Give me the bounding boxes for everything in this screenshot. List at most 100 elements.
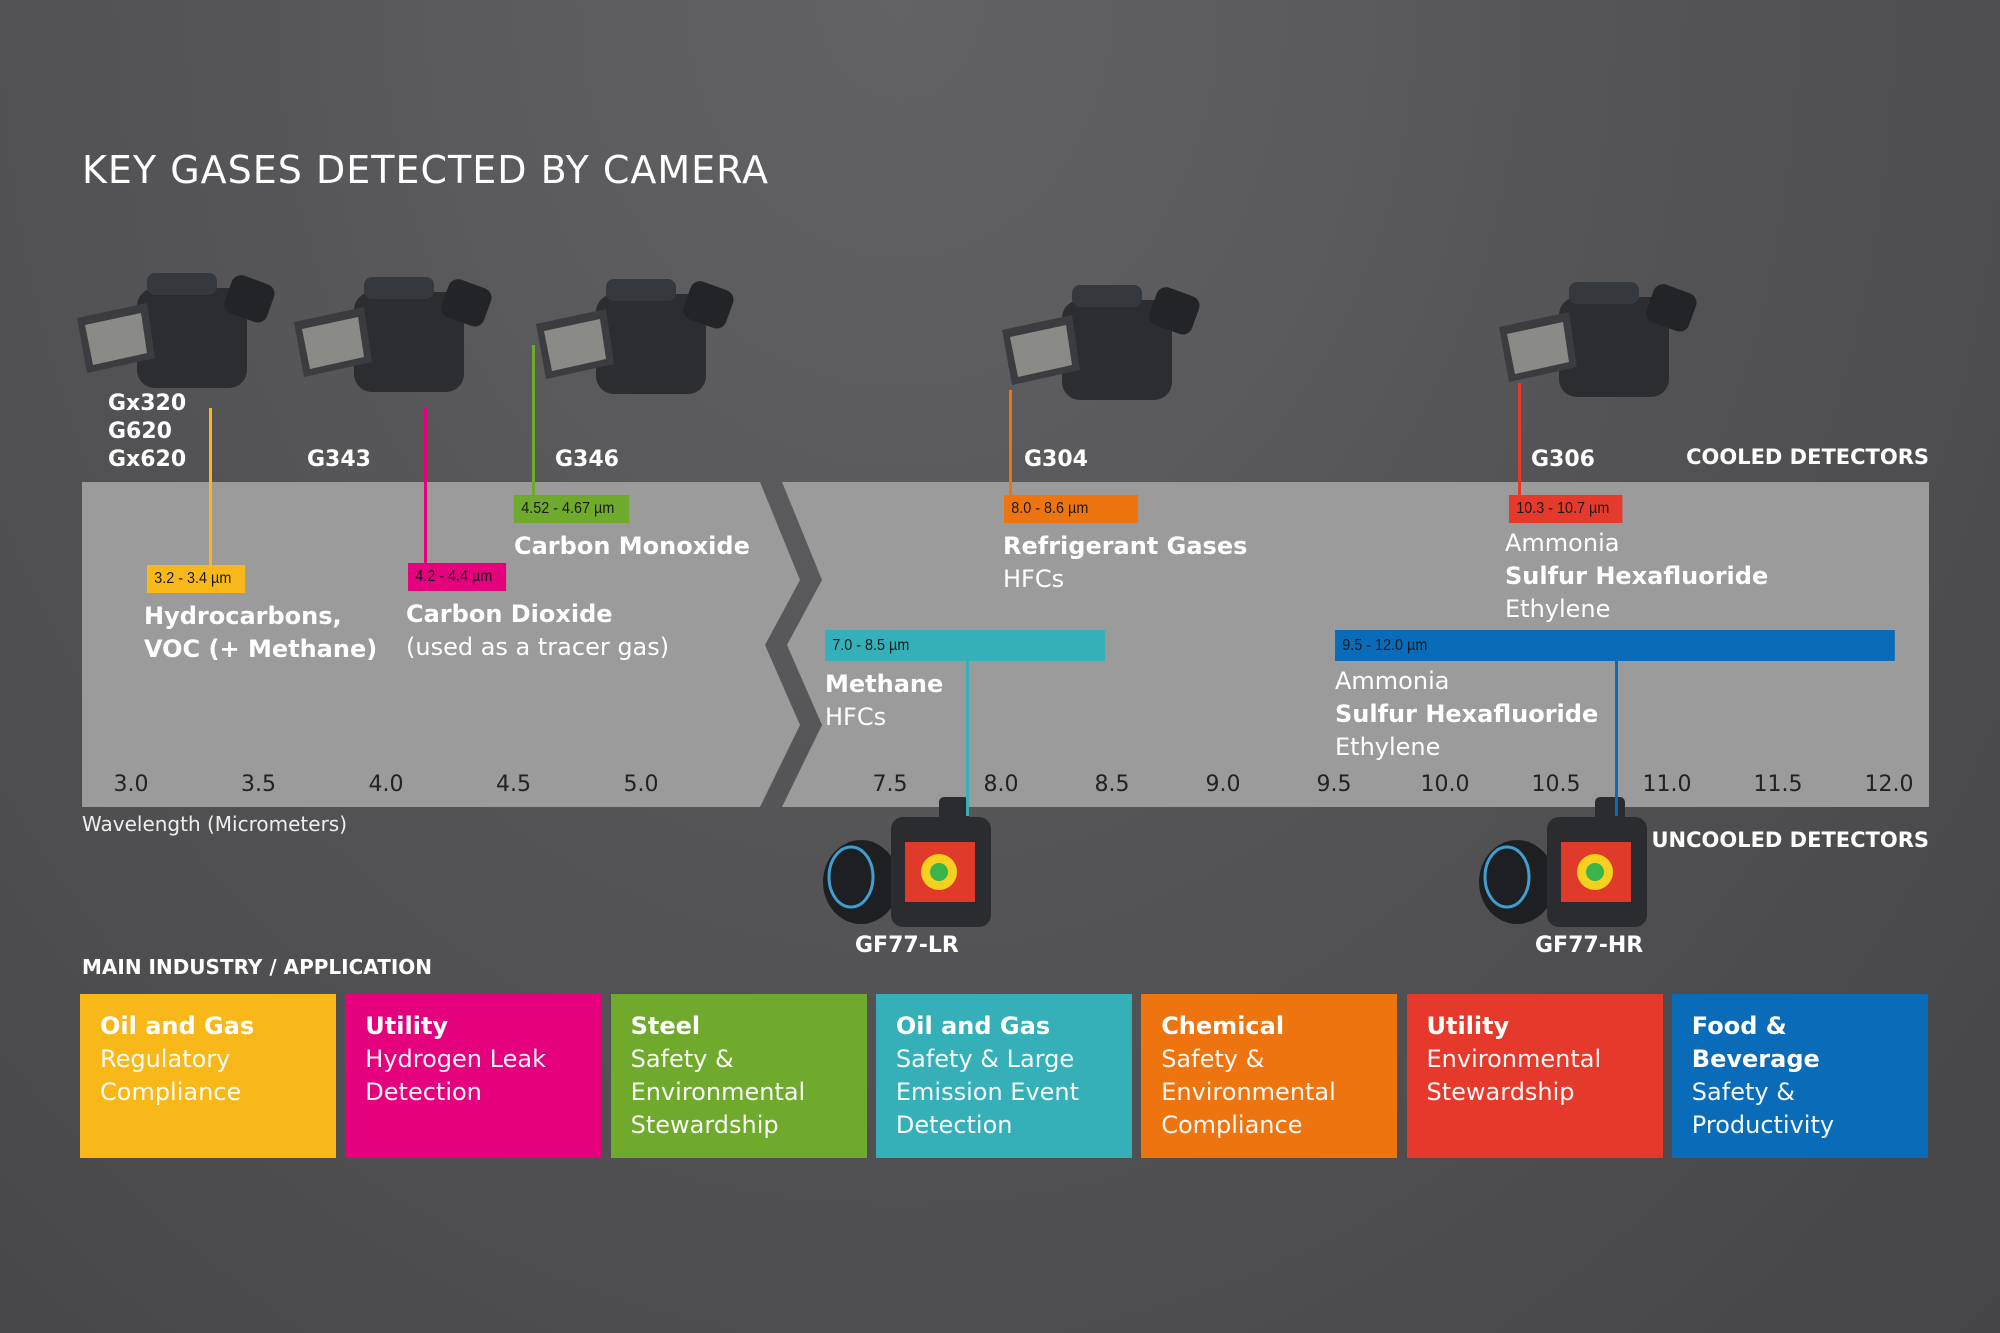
tick-label: 10.5 [1531,772,1581,797]
camera-model-label: G620 [108,419,172,444]
tick-label: 9.0 [1205,772,1241,797]
industry-description: Hydrogen Leak [365,1045,546,1073]
gas-name: Carbon Monoxide [514,532,750,560]
industry-title: Oil and Gas [100,1012,255,1040]
industry-title: Steel [630,1012,701,1040]
leader-line [532,345,535,495]
gas-name: HFCs [1003,565,1065,593]
camera-model-label: Gx620 [108,447,187,472]
gas-name: Sulfur Hexafluoride [1505,562,1769,590]
industry-description: Compliance [100,1078,242,1106]
industry-description: Detection [365,1078,482,1106]
wavelength-range-badge: 7.0 - 8.5 µm [825,630,1105,661]
industry-description: Detection [895,1111,1013,1139]
tick-label: 7.5 [872,772,908,797]
industry-description: Stewardship [1426,1078,1575,1106]
cooled-camera-icon [536,279,734,394]
leader-line [1009,390,1012,495]
camera-model-label: GF77-LR [855,933,959,958]
camera-model-label: GF77-HR [1535,933,1644,958]
cooled-camera-icon [294,277,492,392]
industry-description: Regulatory [100,1045,231,1073]
industry-description: Environmental [1161,1078,1336,1106]
gas-name: Methane [825,670,944,698]
tick-label: 10.0 [1420,772,1470,797]
camera-model-label: Gx320 [108,391,187,416]
industry-description: Safety & [630,1045,734,1073]
industry-title: Oil and Gas [895,1012,1051,1040]
wavelength-range-badge: 8.0 - 8.6 µm [1004,495,1138,523]
cooled-detectors-label: COOLED DETECTORS [1686,445,1929,469]
cooled-camera-icon [1499,282,1697,397]
tick-label: 8.0 [983,772,1019,797]
camera-model-label: G343 [307,447,371,472]
uncooled-camera-icon [1479,797,1647,927]
wavelength-range-badge: 3.2 - 3.4 µm [147,565,245,593]
gas-list: Hydrocarbons, VOC (+ Methane) [144,600,377,666]
wavelength-range-badge: 4.2 - 4.4 µm [408,563,506,591]
uncooled-detectors-label: UNCOOLED DETECTORS [1651,828,1929,852]
wavelength-range-badge: 10.3 - 10.7 µm [1509,495,1622,523]
gas-name: Ammonia [1505,529,1620,557]
gas-list: Carbon Monoxide [514,530,750,563]
industry-description: Emission Event [895,1078,1080,1106]
leader-line [1518,383,1521,495]
wavelength-range-badge: 9.5 - 12.0 µm [1335,630,1895,661]
gas-name: Ethylene [1505,595,1611,623]
industry-title: Food & Beverage [1691,1012,1820,1073]
axis-label: Wavelength (Micrometers) [82,812,348,836]
tick-label: 9.5 [1316,772,1352,797]
leader-line [1615,661,1618,816]
page-title: KEY GASES DETECTED BY CAMERA [82,148,770,192]
uncooled-camera-icon [823,797,991,927]
tick-label: 11.0 [1642,772,1692,797]
tick-label: 5.0 [623,772,659,797]
tick-label: 3.5 [241,772,276,797]
tick-label: 8.5 [1094,772,1130,797]
cooled-camera-icon [77,273,275,388]
industry-title: Utility [1426,1012,1510,1040]
band-left [82,482,800,807]
industry-description: Safety & [1691,1078,1795,1106]
gas-name: VOC (+ Methane) [144,635,378,663]
gas-name: Hydrocarbons, [144,602,342,630]
leader-line [966,661,969,816]
gas-name: Sulfur Hexafluoride [1335,700,1599,728]
industry-description: Environmental [630,1078,806,1106]
tick-label: 4.0 [368,772,404,797]
gas-name: (used as a tracer gas) [406,633,670,661]
gas-name: Carbon Dioxide [406,600,613,628]
industry-description: Stewardship [630,1111,779,1139]
tick-label: 4.5 [496,772,531,797]
cooled-camera-icon [1002,285,1200,400]
tick-label: 3.0 [113,772,149,797]
leader-line [209,408,212,565]
industry-description: Productivity [1691,1111,1835,1139]
industry-description: Safety & Large [895,1045,1075,1073]
gas-name: Ammonia [1335,667,1450,695]
tick-label: 11.5 [1753,772,1803,797]
gas-list: Carbon Dioxide (used as a tracer gas) [406,598,669,664]
gas-name: HFCs [825,703,887,731]
industry-title: Utility [365,1012,449,1040]
gas-name: Ethylene [1335,733,1441,761]
industry-description: Safety & [1161,1045,1265,1073]
camera-model-label: G304 [1024,447,1088,472]
industry-heading: MAIN INDUSTRY / APPLICATION [82,955,433,979]
industry-description: Environmental [1426,1045,1602,1073]
wavelength-range-badge: 4.52 - 4.67 µm [514,495,629,523]
industry-title: Chemical [1161,1012,1285,1040]
camera-model-label: G346 [555,447,619,472]
camera-model-label: G306 [1531,447,1595,472]
leader-line [424,408,427,563]
